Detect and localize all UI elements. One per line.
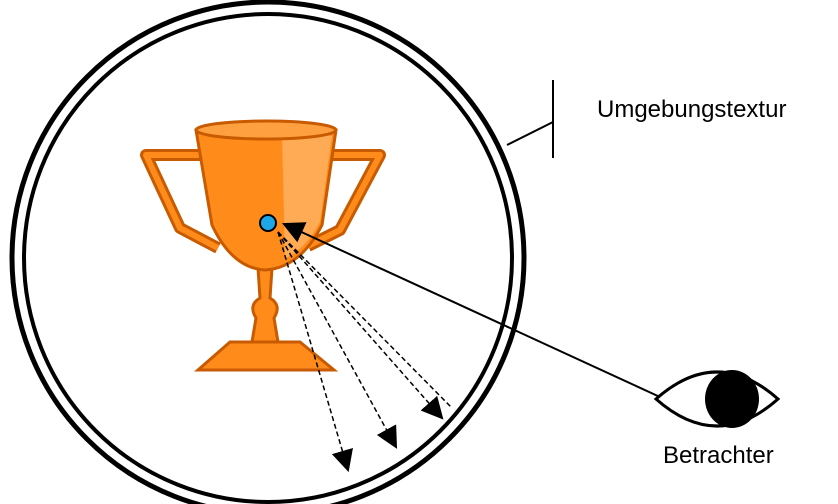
reflected-ray — [278, 232, 396, 447]
trophy-icon — [146, 121, 380, 370]
environment-texture-label: Umgebungstextur — [597, 96, 786, 124]
viewer-label: Betrachter — [663, 442, 774, 470]
environment-texture-pointer — [507, 80, 553, 158]
view-ray — [284, 224, 660, 397]
reflection-point — [260, 215, 276, 231]
eye-icon — [656, 370, 778, 428]
